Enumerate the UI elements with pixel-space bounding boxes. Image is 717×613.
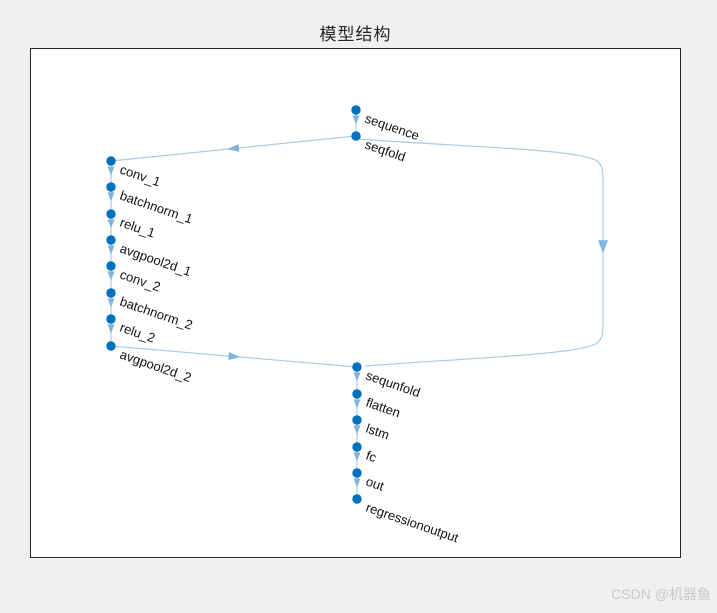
graph-node xyxy=(352,468,362,478)
node-label: relu_1 xyxy=(118,215,157,241)
graph-edge xyxy=(356,138,604,367)
node-label: flatten xyxy=(364,395,402,421)
layer-graph: sequenceseqfoldconv_1batchnorm_1relu_1av… xyxy=(106,105,608,546)
node-label: conv_2 xyxy=(118,267,163,295)
graph-node xyxy=(352,362,362,372)
edge-arrow-icon xyxy=(353,372,361,382)
graph-node xyxy=(106,341,116,351)
graph-node xyxy=(352,494,362,504)
edge-arrow-icon xyxy=(353,452,361,462)
graph-node xyxy=(106,288,116,298)
edge-arrow-icon xyxy=(107,245,115,255)
graph-node xyxy=(106,156,116,166)
node-label: fc xyxy=(364,448,379,466)
edge-arrow-icon xyxy=(226,144,240,152)
graph-node xyxy=(351,105,361,115)
edge-arrow-icon xyxy=(107,271,115,281)
graph-node xyxy=(106,314,116,324)
node-label: conv_1 xyxy=(118,162,163,190)
edge-arrow-icon xyxy=(352,115,360,125)
edge-arrow-icon xyxy=(107,324,115,334)
graph-node xyxy=(351,131,361,141)
graph-node xyxy=(352,389,362,399)
edge-arrow-icon xyxy=(107,192,115,202)
node-label: out xyxy=(364,474,386,494)
graph-node xyxy=(106,209,116,219)
figure-title: 模型结构 xyxy=(319,25,392,44)
graph-node xyxy=(106,261,116,271)
node-label: relu_2 xyxy=(118,320,157,346)
edge-arrow-icon xyxy=(598,240,608,254)
graph-node xyxy=(106,235,116,245)
edge-arrow-icon xyxy=(228,352,241,360)
graph-node xyxy=(352,442,362,452)
edge-arrow-icon xyxy=(107,298,115,308)
edge-arrow-icon xyxy=(107,219,115,229)
node-label: lstm xyxy=(364,421,391,443)
graph-node xyxy=(352,415,362,425)
edge-arrow-icon xyxy=(353,425,361,435)
watermark: CSDN @机器鱼 xyxy=(611,586,711,602)
node-label: regressionoutput xyxy=(364,500,461,546)
edge-arrow-icon xyxy=(353,478,361,488)
graph-node xyxy=(106,182,116,192)
edge-arrow-icon xyxy=(107,166,115,176)
edge-arrow-icon xyxy=(353,399,361,409)
